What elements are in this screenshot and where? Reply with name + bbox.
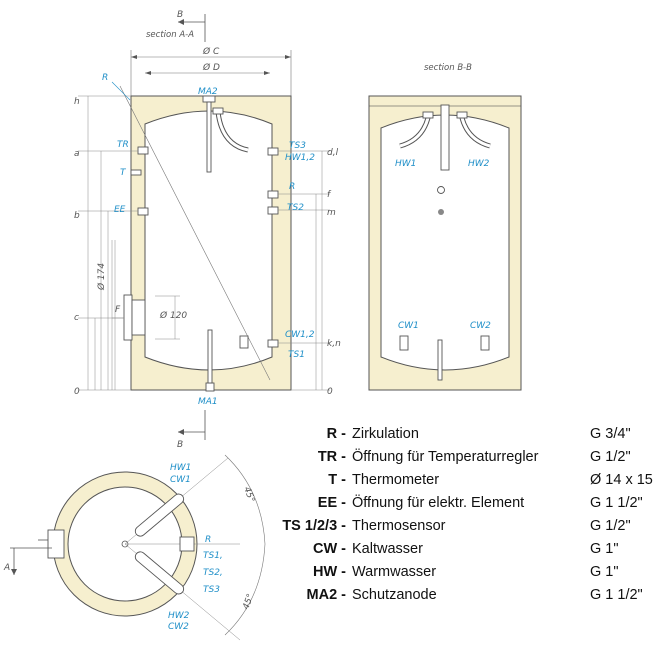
cut-b-bottom-label: B — [177, 440, 183, 450]
label-t: T — [120, 168, 127, 178]
label-ts2: TS2 — [287, 203, 304, 213]
dim-level-k-n: k,n — [327, 339, 341, 349]
label-tr: TR — [117, 140, 129, 150]
dim-diameter-120: Ø 120 — [159, 310, 187, 321]
legend-code: CW - — [312, 541, 346, 557]
label-cw1-2: CW1,2 — [285, 330, 315, 340]
legend-row-ee: EE - Öffnung für elektr. Element G 1 1/2… — [268, 492, 658, 514]
legend: R - Zirkulation G 3/4" TR - Öffnung für … — [268, 423, 658, 613]
dim-angle-top: 45° — [241, 486, 256, 504]
legend-desc: Thermometer — [352, 472, 440, 488]
label-r-side: R — [102, 73, 108, 83]
legend-desc: Öffnung für elektr. Element — [352, 495, 525, 511]
legend-desc: Kaltwasser — [352, 541, 423, 557]
label-ee: EE — [114, 205, 126, 215]
dim-diameter-c: Ø C — [202, 46, 220, 57]
section-bb-title: section B-B — [424, 63, 472, 73]
top-view: 45° 45° A HW1 CW1 R TS1, TS2, TS3 HW2 CW… — [3, 454, 266, 641]
label-ma1: MA1 — [198, 397, 218, 407]
legend-desc: Thermosensor — [352, 518, 446, 534]
label-top-hw2: HW2 — [168, 611, 190, 621]
label-top-cw1: CW1 — [170, 475, 191, 485]
legend-code: R - — [326, 426, 346, 442]
legend-row-cw: CW - Kaltwasser G 1" — [268, 538, 658, 560]
section-aa-title: section A-A — [146, 30, 194, 40]
legend-size: G 1/2" — [590, 449, 631, 465]
legend-size: Ø 14 x 15 — [590, 472, 653, 488]
dim-level-b: b — [74, 211, 80, 221]
label-top-ts3: TS3 — [203, 585, 220, 595]
dim-level-c: c — [74, 313, 79, 323]
legend-desc: Warmwasser — [352, 564, 437, 580]
legend-code: TR - — [317, 449, 346, 465]
legend-row-t: T - Thermometer Ø 14 x 15 — [268, 469, 658, 491]
label-b-cw1: CW1 — [398, 321, 419, 331]
legend-desc: Öffnung für Temperaturregler — [352, 449, 539, 465]
legend-code: MA2 - — [306, 587, 346, 603]
dim-diameter-d: Ø D — [202, 62, 220, 73]
dim-level-d-l: d,l — [327, 148, 339, 158]
label-ts1: TS1 — [288, 350, 305, 360]
cut-a-label: A — [3, 563, 10, 573]
legend-code: TS 1/2/3 - — [282, 518, 346, 534]
label-top-ts2: TS2, — [203, 568, 223, 578]
legend-size: G 3/4" — [590, 426, 631, 442]
dim-level-zero-left: 0 — [74, 387, 80, 397]
label-ts3: TS3 — [289, 141, 306, 151]
section-bb-view: section B-B HW1 HW2 CW1 CW2 — [368, 63, 522, 391]
legend-size: G 1" — [590, 541, 619, 557]
legend-row-ts: TS 1/2/3 - Thermosensor G 1/2" — [268, 515, 658, 537]
label-top-hw1: HW1 — [170, 463, 191, 473]
label-hw1-2: HW1,2 — [285, 153, 315, 163]
cut-b-top-label: B — [177, 10, 183, 20]
legend-size: G 1" — [590, 564, 619, 580]
dim-flange-f: F — [115, 305, 121, 315]
legend-size: G 1 1/2" — [590, 495, 643, 511]
dim-angle-bottom: 45° — [241, 593, 256, 611]
legend-size: G 1/2" — [590, 518, 631, 534]
label-b-hw2: HW2 — [468, 159, 490, 169]
dim-level-f: f — [327, 190, 332, 200]
label-top-ts1: TS1, — [203, 551, 223, 561]
legend-code: EE - — [317, 495, 346, 511]
legend-code: HW - — [312, 564, 346, 580]
dim-level-a: a — [74, 149, 80, 159]
label-b-hw1: HW1 — [395, 159, 416, 169]
label-top-cw2: CW2 — [168, 622, 189, 632]
legend-row-hw: HW - Warmwasser G 1" — [268, 561, 658, 583]
label-ma2: MA2 — [198, 87, 218, 97]
dim-diameter-174: Ø 174 — [96, 263, 107, 291]
legend-row-r: R - Zirkulation G 3/4" — [268, 423, 658, 445]
legend-row-tr: TR - Öffnung für Temperaturregler G 1/2" — [268, 446, 658, 468]
legend-size: G 1 1/2" — [590, 587, 643, 603]
dim-level-h: h — [74, 97, 80, 107]
dim-level-m: m — [327, 208, 336, 218]
label-top-r: R — [205, 535, 211, 545]
legend-desc: Zirkulation — [352, 426, 419, 442]
legend-desc: Schutzanode — [352, 587, 437, 603]
legend-row-ma2: MA2 - Schutzanode G 1 1/2" — [268, 584, 658, 606]
label-b-cw2: CW2 — [470, 321, 491, 331]
legend-code: T - — [328, 472, 346, 488]
section-aa-view: B section A-A Ø C Ø D — [74, 10, 341, 450]
label-r-right: R — [289, 182, 295, 192]
dim-level-zero-right: 0 — [327, 387, 333, 397]
